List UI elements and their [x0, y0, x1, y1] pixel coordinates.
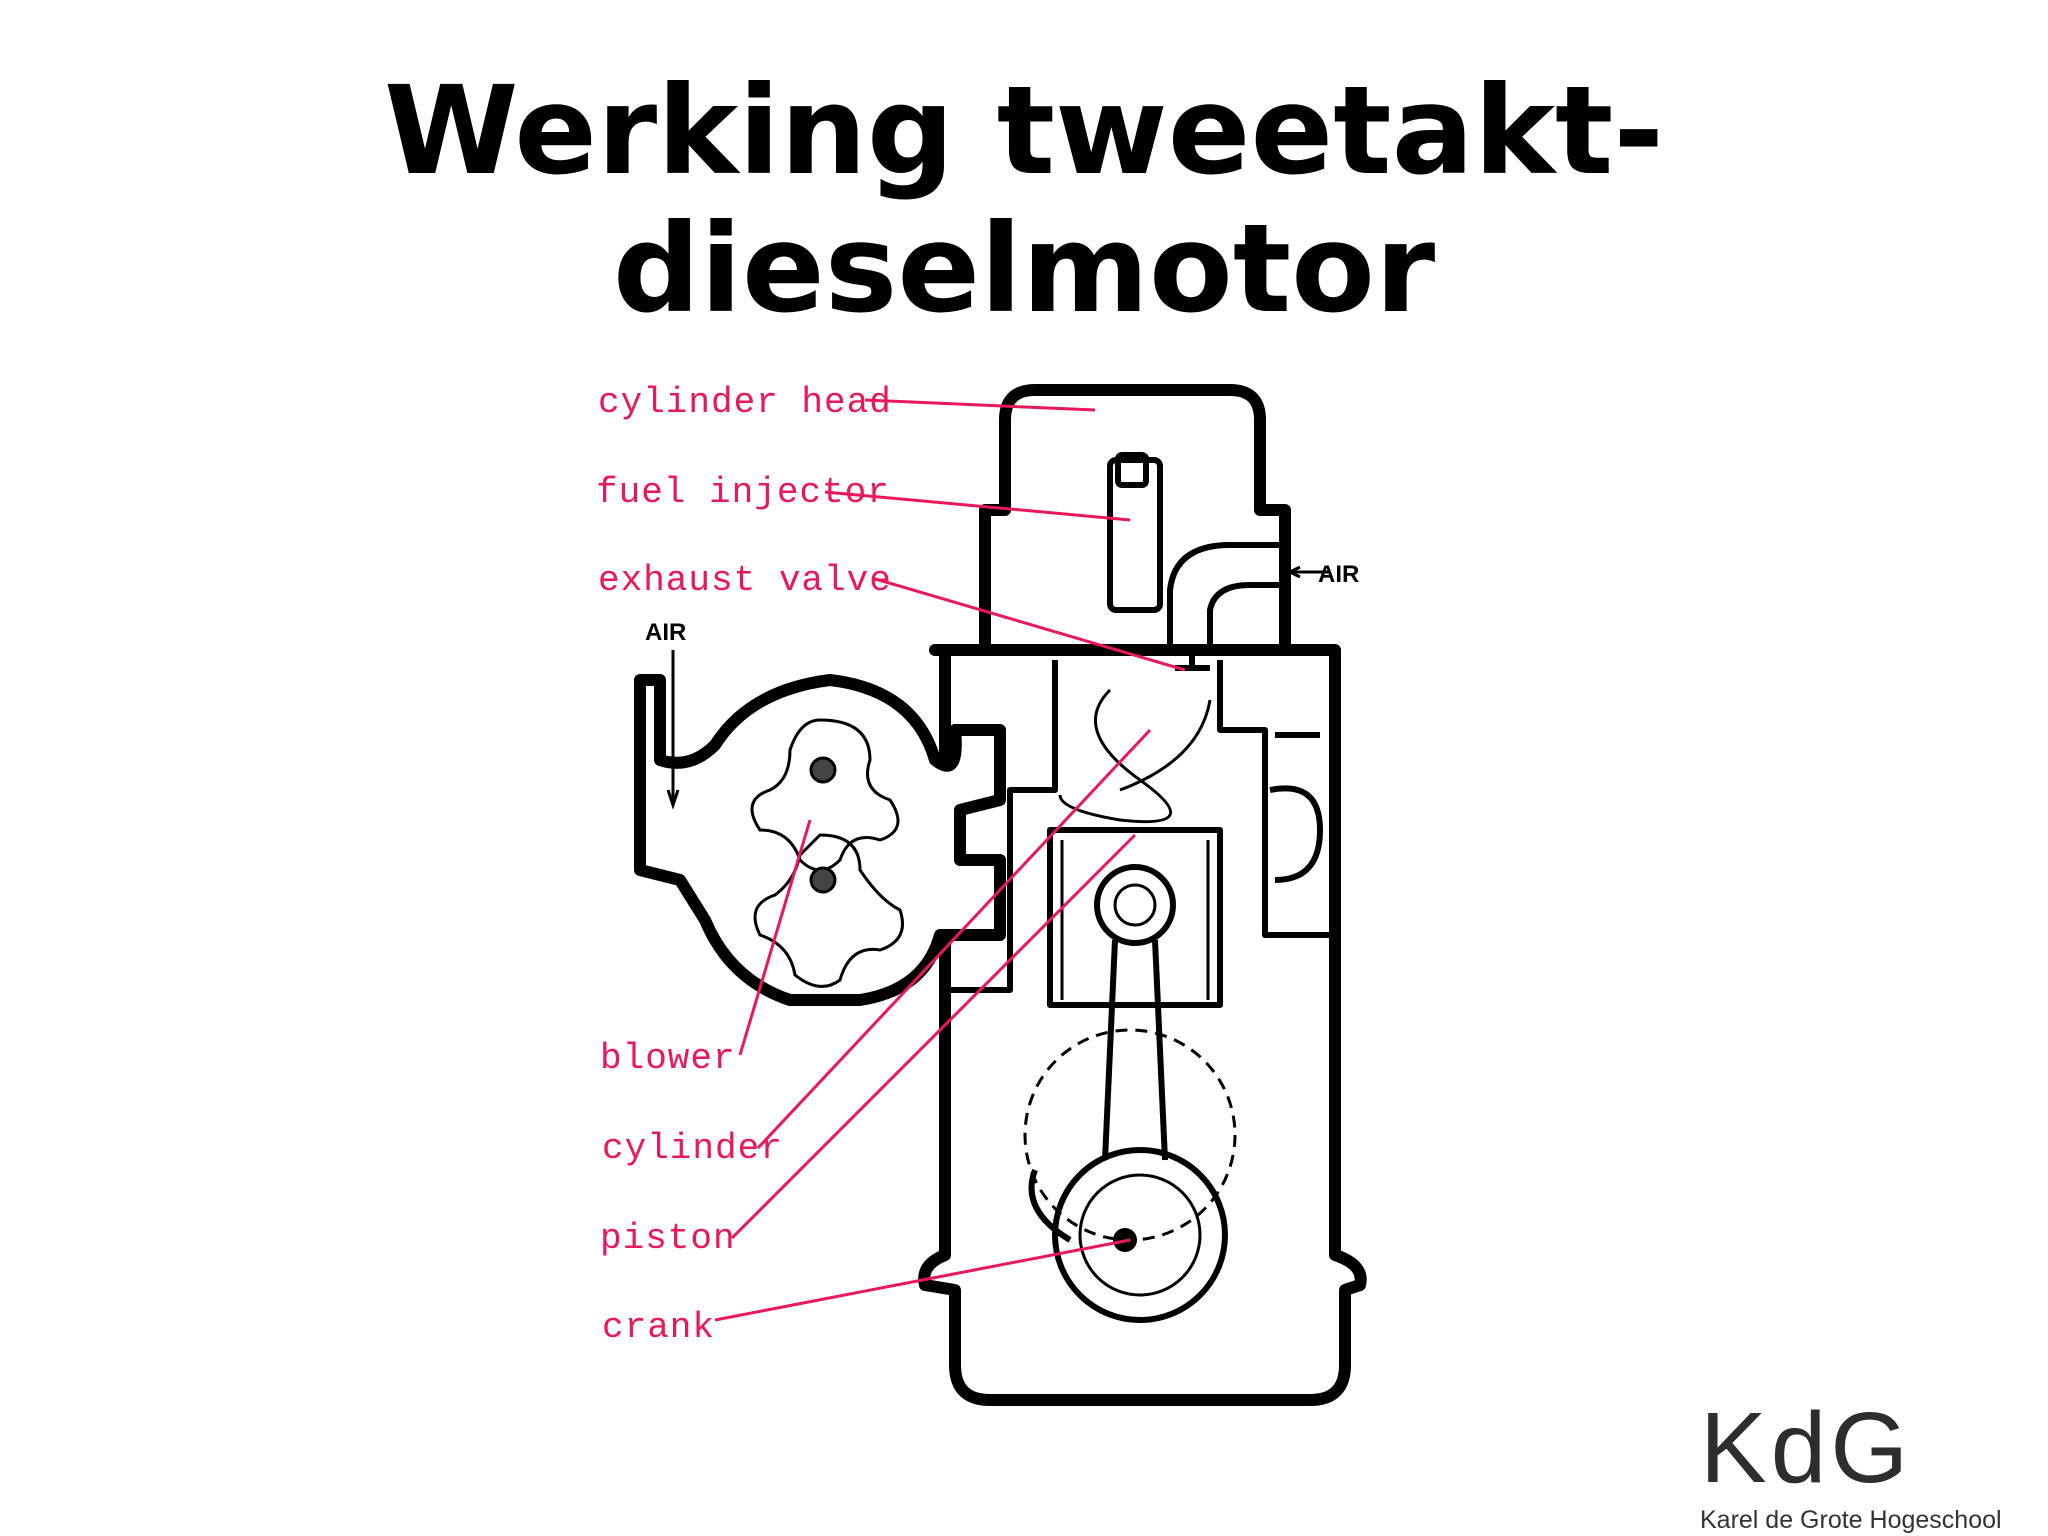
slide-title: Werking tweetakt- dieselmotor [0, 62, 2048, 338]
leader-fuel-injector [824, 490, 1131, 522]
air-label-left: AIR [645, 619, 686, 646]
label-cylinder-head: cylinder head [598, 382, 892, 423]
label-piston: piston [600, 1218, 736, 1259]
logo-mark: KdG [1700, 1392, 1913, 1504]
fuel-injector-shape [1107, 457, 1163, 613]
engine-block [918, 644, 1367, 1406]
exhaust-duct [1167, 542, 1290, 650]
leader-piston [730, 833, 1137, 1240]
piston-shape [1047, 827, 1223, 1008]
piston-pin [1094, 864, 1176, 946]
title-line-2: dieselmotor [612, 198, 1436, 340]
cylinder-wall-left [945, 660, 1058, 993]
label-cylinder: cylinder [602, 1128, 783, 1169]
air-label-right: AIR [1318, 561, 1359, 588]
leader-crank [714, 1238, 1131, 1322]
leader-cylinder [756, 728, 1152, 1150]
blower-rotors [750, 718, 904, 988]
label-exhaust-valve: exhaust valve [598, 560, 892, 601]
leader-cylinder-head [864, 398, 1096, 412]
label-crank: crank [602, 1307, 715, 1348]
title-line-1: Werking tweetakt- [384, 60, 1664, 202]
cylinder-wall-right [1217, 660, 1330, 938]
logo-subtitle: Karel de Grote Hogeschool [1700, 1506, 2002, 1534]
scavenging-flow [1058, 688, 1212, 824]
air-port-right [1269, 732, 1323, 883]
label-blower: blower [600, 1038, 736, 1079]
leader-exhaust-valve [871, 576, 1186, 672]
connecting-rod [1102, 939, 1168, 1161]
leader-blower [738, 819, 812, 1056]
kdg-logo: KdG Karel de Grote Hogeschool [1700, 1398, 2020, 1535]
cylinder-head-shape [979, 384, 1291, 656]
blower-housing [634, 674, 1006, 1006]
crank-shape [1052, 1147, 1228, 1323]
